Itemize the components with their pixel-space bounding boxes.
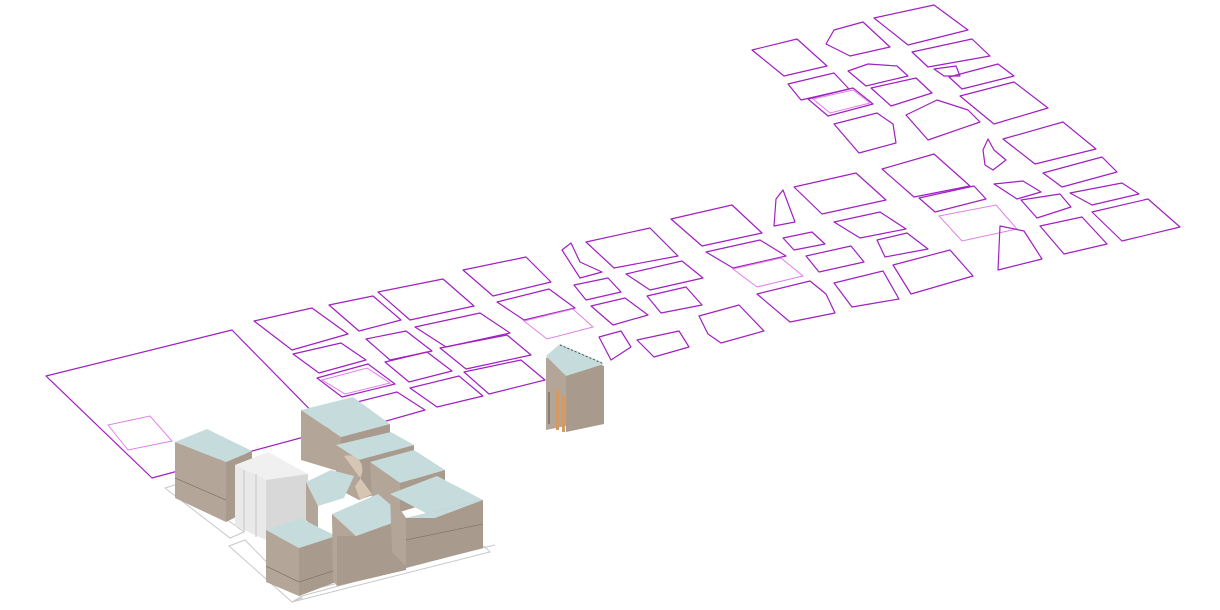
parcel-outline	[646, 286, 703, 314]
parcel-outline	[911, 38, 991, 68]
parcel-outline	[636, 330, 690, 358]
parcel-outline	[892, 249, 974, 295]
parcel-outline	[463, 359, 546, 395]
parcel-outline	[328, 295, 402, 332]
parcel-outline	[805, 245, 865, 273]
building-tower	[546, 344, 605, 432]
parcel-outline	[833, 270, 900, 308]
parcel-outline	[698, 304, 765, 344]
parcel-outline	[409, 375, 484, 408]
building-b-white	[235, 452, 308, 540]
building-e	[306, 455, 372, 532]
parcel-outline	[365, 330, 433, 361]
parcel-outline	[873, 4, 969, 46]
parcel-outline	[825, 21, 891, 57]
parcel-outline	[876, 232, 929, 258]
parcel-outline	[751, 38, 828, 77]
parcel-outline	[496, 288, 576, 321]
parcel-outline	[590, 297, 649, 326]
parcel-outline	[793, 172, 887, 215]
parcel-outline	[625, 260, 704, 291]
parcel-outline	[881, 153, 971, 198]
parcel-outline	[1069, 182, 1140, 206]
parcel-outline	[982, 138, 1007, 171]
parcel-outline	[756, 280, 836, 323]
parcel-highlight	[811, 89, 872, 114]
parcel-outline	[1091, 198, 1181, 242]
parcel-outline	[833, 211, 907, 239]
parcel-outline	[462, 256, 552, 297]
parcel-highlight	[320, 367, 392, 395]
parcel-outline	[573, 277, 622, 301]
parcel-outline	[439, 334, 532, 370]
parcel-outline	[1039, 216, 1108, 255]
parcel-highlight	[938, 204, 1018, 242]
parcel-outline	[948, 63, 1015, 90]
parcel-outline	[773, 189, 796, 227]
parcel-highlight	[522, 308, 595, 340]
parcel-outline	[414, 312, 511, 348]
parcel-highlight	[107, 415, 173, 451]
parcel-outline	[598, 330, 632, 361]
parcel-outline	[316, 363, 396, 398]
building-i	[390, 476, 484, 568]
building-masses-group	[174, 344, 605, 596]
parcel-outline	[933, 65, 961, 77]
parcel-outline	[1002, 121, 1097, 165]
parcel-outline	[585, 227, 679, 269]
parcel-outline	[847, 63, 909, 87]
parcel-outline	[905, 99, 981, 141]
parcel-outline	[292, 342, 367, 374]
parcel-outline	[782, 231, 826, 251]
parcel-outline	[705, 239, 787, 269]
parcel-outline	[561, 242, 603, 279]
parcel-outlines-group	[45, 4, 1181, 479]
parcel-outline	[870, 77, 933, 107]
parcel-outline	[993, 180, 1042, 200]
parcel-outline	[959, 81, 1049, 125]
parcel-outline	[384, 351, 453, 383]
parcel-outline	[807, 87, 874, 117]
parcel-outline	[918, 185, 987, 213]
parcel-outline	[1042, 156, 1118, 188]
parcel-outline	[377, 278, 475, 321]
parcel-outline	[833, 112, 897, 154]
building-h	[332, 494, 406, 586]
parcel-outline	[1020, 193, 1072, 219]
parcel-highlight	[731, 257, 805, 288]
building-g	[265, 518, 337, 596]
parcel-outline	[997, 225, 1043, 271]
parcel-outline	[253, 307, 349, 351]
parcel-outline	[670, 204, 763, 247]
